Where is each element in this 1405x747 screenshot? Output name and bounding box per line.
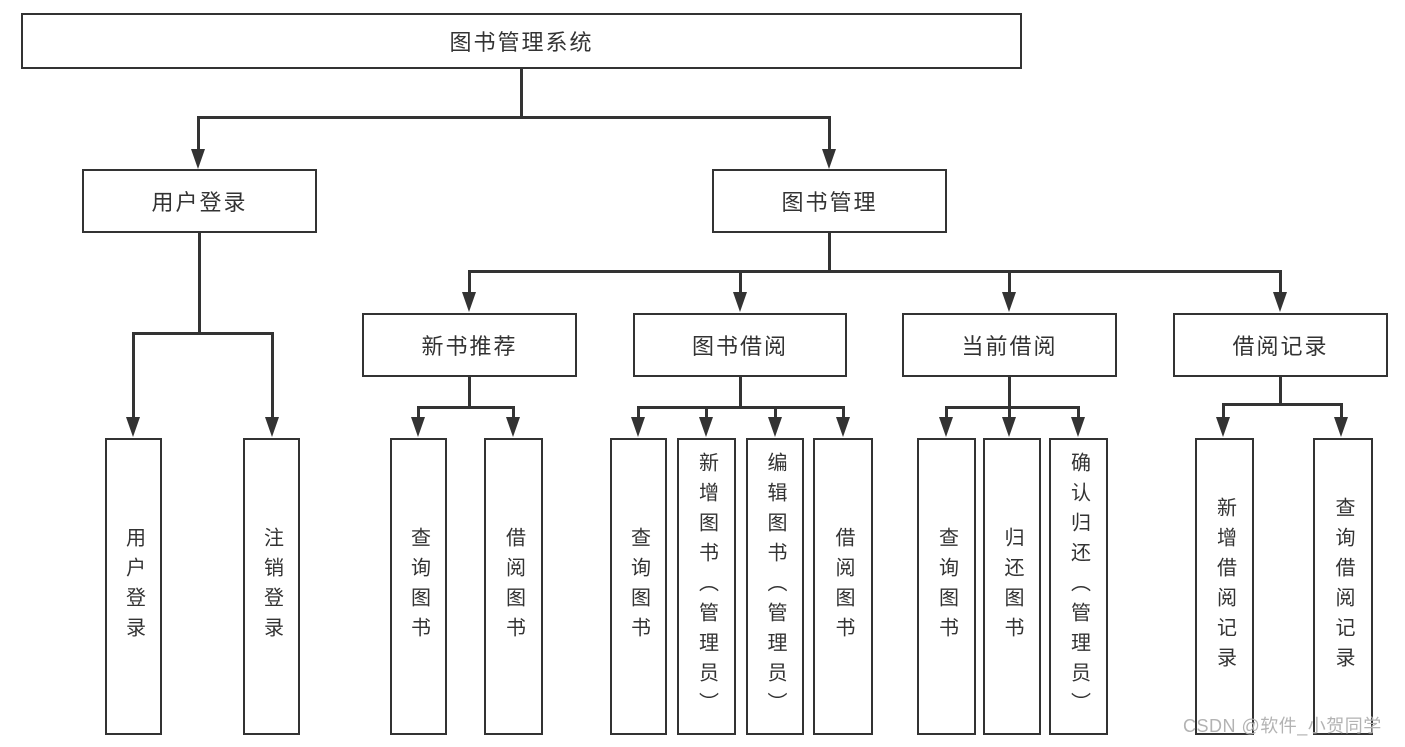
connector-to-book-borrowing-shaft bbox=[739, 270, 742, 294]
arrowhead-to-leaf-borrow-books-1 bbox=[506, 417, 520, 437]
node-book-borrowing: 图书借阅 bbox=[633, 313, 847, 377]
leaf-query-books-1: 查询图书 bbox=[390, 438, 447, 735]
arrowhead-to-leaf-query-books-3 bbox=[939, 417, 953, 437]
arrowhead-to-leaf-add-books bbox=[699, 417, 713, 437]
leaf-borrow-books-1: 借阅图书 bbox=[484, 438, 543, 735]
connector-root-to-book-management-shaft bbox=[828, 116, 831, 151]
arrowhead-to-user-login bbox=[191, 149, 205, 169]
leaf-return-books: 归还图书 bbox=[983, 438, 1041, 735]
arrowhead-to-leaf-logout bbox=[265, 417, 279, 437]
connector-book-borrowing-hline bbox=[637, 406, 845, 409]
connector-to-leaf-borrow-books-2-shaft bbox=[842, 406, 845, 419]
arrowhead-to-leaf-query-borrow-record bbox=[1334, 417, 1348, 437]
connector-root-hline bbox=[197, 116, 831, 119]
node-new-book-recommend: 新书推荐 bbox=[362, 313, 577, 377]
leaf-borrow-books-2: 借阅图书 bbox=[813, 438, 873, 735]
connector-to-leaf-add-borrow-record-shaft bbox=[1222, 403, 1225, 419]
arrowhead-to-new-book-recommend bbox=[462, 292, 476, 312]
leaf-query-books-3: 查询图书 bbox=[917, 438, 976, 735]
connector-to-borrowing-records-shaft bbox=[1279, 270, 1282, 294]
connector-current-borrowing-hline bbox=[945, 406, 1080, 409]
connector-to-leaf-user-login-shaft bbox=[132, 332, 135, 419]
connector-to-leaf-edit-books-shaft bbox=[774, 406, 777, 419]
connector-current-borrowing-vline bbox=[1008, 377, 1011, 408]
leaf-query-books-2: 查询图书 bbox=[610, 438, 667, 735]
arrowhead-to-current-borrowing bbox=[1002, 292, 1016, 312]
arrowhead-to-borrowing-records bbox=[1273, 292, 1287, 312]
connector-user-login-hline bbox=[132, 332, 274, 335]
arrowhead-to-leaf-borrow-books-2 bbox=[836, 417, 850, 437]
node-borrowing-records: 借阅记录 bbox=[1173, 313, 1388, 377]
leaf-add-borrow-record: 新增借阅记录 bbox=[1195, 438, 1254, 735]
connector-new-book-recommend-vline bbox=[468, 377, 471, 409]
connector-borrowing-records-vline bbox=[1279, 377, 1282, 406]
leaf-user-login: 用户登录 bbox=[105, 438, 162, 735]
connector-to-leaf-confirm-return-shaft bbox=[1077, 406, 1080, 419]
node-book-management: 图书管理 bbox=[712, 169, 947, 233]
connector-to-leaf-logout-shaft bbox=[271, 332, 274, 419]
watermark-text: CSDN @软件_小贺同学 bbox=[1183, 716, 1382, 736]
connector-borrowing-records-hline bbox=[1222, 403, 1343, 406]
connector-book-management-vline bbox=[828, 233, 831, 273]
arrowhead-to-book-management bbox=[822, 149, 836, 169]
connector-to-leaf-query-books-2-shaft bbox=[637, 406, 640, 419]
connector-root-to-user-login-shaft bbox=[197, 116, 200, 151]
connector-user-login-vline bbox=[198, 232, 201, 335]
connector-book-management-hline bbox=[468, 270, 1282, 273]
connector-new-book-recommend-hline bbox=[417, 406, 515, 409]
arrowhead-to-leaf-query-books-2 bbox=[631, 417, 645, 437]
leaf-query-borrow-record: 查询借阅记录 bbox=[1313, 438, 1373, 735]
connector-to-leaf-query-borrow-record-shaft bbox=[1340, 403, 1343, 419]
arrowhead-to-leaf-user-login bbox=[126, 417, 140, 437]
connector-to-current-borrowing-shaft bbox=[1008, 270, 1011, 294]
leaf-edit-books-admin: 编辑图书（管理员） bbox=[746, 438, 804, 735]
arrowhead-to-leaf-return-books bbox=[1002, 417, 1016, 437]
leaf-logout: 注销登录 bbox=[243, 438, 300, 735]
arrowhead-to-leaf-confirm-return bbox=[1071, 417, 1085, 437]
connector-to-leaf-borrow-books-1-shaft bbox=[512, 406, 515, 419]
node-library-system: 图书管理系统 bbox=[21, 13, 1022, 69]
arrowhead-to-book-borrowing bbox=[733, 292, 747, 312]
connector-to-leaf-return-books-shaft bbox=[1008, 406, 1011, 419]
connector-book-borrowing-vline bbox=[739, 377, 742, 408]
leaf-add-books-admin: 新增图书（管理员） bbox=[677, 438, 736, 735]
connector-root-vline bbox=[520, 69, 523, 119]
node-user-login: 用户登录 bbox=[82, 169, 317, 233]
arrowhead-to-leaf-query-books-1 bbox=[411, 417, 425, 437]
arrowhead-to-leaf-add-borrow-record bbox=[1216, 417, 1230, 437]
arrowhead-to-leaf-edit-books bbox=[768, 417, 782, 437]
connector-to-leaf-add-books-shaft bbox=[705, 406, 708, 419]
node-current-borrowing: 当前借阅 bbox=[902, 313, 1117, 377]
connector-to-new-book-recommend-shaft bbox=[468, 270, 471, 294]
connector-to-leaf-query-books-1-shaft bbox=[417, 406, 420, 419]
leaf-confirm-return-admin: 确认归还（管理员） bbox=[1049, 438, 1108, 735]
connector-to-leaf-query-books-3-shaft bbox=[945, 406, 948, 419]
